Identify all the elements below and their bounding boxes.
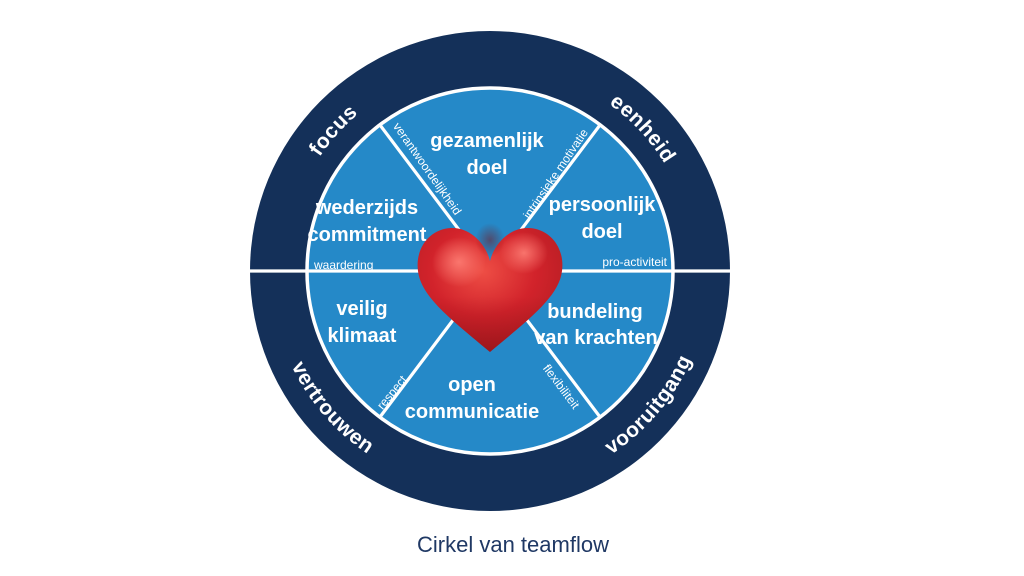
segment-label-line: communicatie (405, 401, 539, 423)
heart-bottom-shade (417, 227, 563, 352)
segment-label-line: bundeling (547, 301, 643, 323)
segment-label-line: klimaat (328, 325, 397, 347)
segment-label-line: van krachten (534, 327, 657, 349)
segment-bundeling-van-krachten: bundeling van krachten (534, 301, 657, 349)
diagram-caption: Cirkel van teamflow (417, 532, 609, 557)
segment-label-line: commitment (308, 224, 427, 246)
segment-label-line: wederzijds (315, 197, 418, 219)
segment-labels: gezamenlijk doel persoonlijk doel bundel… (308, 130, 658, 423)
segment-open-communicatie: open communicatie (405, 374, 539, 423)
segment-veilig-klimaat: veilig klimaat (328, 298, 397, 347)
segment-gezamenlijk-doel: gezamenlijk doel (430, 130, 544, 179)
segment-wederzijds-commitment: wederzijds commitment (308, 197, 427, 246)
connector-waardering: waardering (313, 258, 373, 272)
segment-label-line: doel (466, 157, 507, 179)
segment-label-line: veilig (336, 298, 387, 320)
segment-label-line: doel (581, 221, 622, 243)
segment-label-line: gezamenlijk (430, 130, 544, 152)
heart-icon (417, 223, 563, 352)
segment-label-line: open (448, 374, 496, 396)
segment-label-line: persoonlijk (549, 194, 657, 216)
segment-persoonlijk-doel: persoonlijk doel (549, 194, 657, 243)
connector-pro-activiteit: pro-activiteit (602, 255, 667, 269)
